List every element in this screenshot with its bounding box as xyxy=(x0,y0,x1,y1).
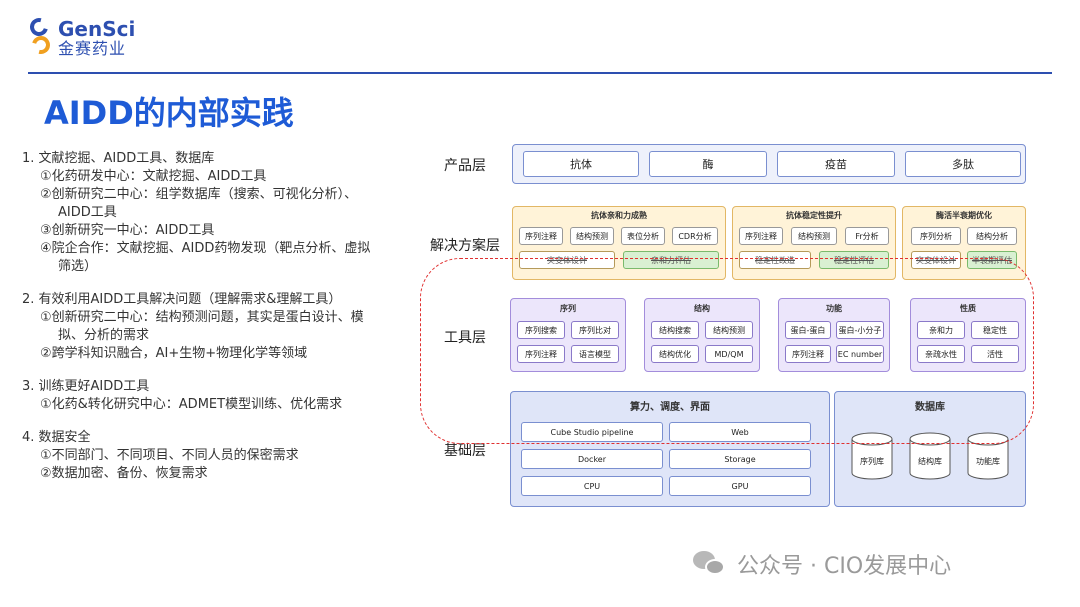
layer-label-solution: 解决方案层 xyxy=(430,238,500,254)
solution-title: 酶活半衰期优化 xyxy=(936,211,992,220)
tool-chip: 结构预测 xyxy=(705,321,753,339)
tool-property: 性质 亲和力 稳定性 亲疏水性 活性 xyxy=(910,298,1026,372)
tool-sequence: 序列 序列搜索 序列比对 序列注释 语言模型 xyxy=(510,298,626,372)
wechat-watermark: 公众号 · CIO发展中心 xyxy=(693,548,951,580)
solution-chip: 稳定性评估 xyxy=(819,251,889,269)
compute-chip: CPU xyxy=(521,476,663,496)
tool-function: 功能 蛋白-蛋白 蛋白-小分子 序列注释 EC number xyxy=(778,298,890,372)
header-divider xyxy=(28,72,1052,74)
section-item: ③创新研究一中心：AIDD工具 xyxy=(40,223,215,238)
solution-title: 抗体亲和力成熟 xyxy=(591,211,647,220)
section-heading: 4. 数据安全 xyxy=(22,430,91,445)
section-item: ①化药研发中心：文献挖掘、AIDD工具 xyxy=(40,169,267,184)
tool-title: 功能 xyxy=(826,304,842,313)
solution-chip: 结构预测 xyxy=(570,227,614,245)
solution-title: 抗体稳定性提升 xyxy=(786,211,842,220)
section-item: ④院企合作：文献挖掘、AIDD药物发现（靶点分析、虚拟 xyxy=(40,241,371,256)
wechat-icon xyxy=(693,551,727,577)
tool-chip: 亲疏水性 xyxy=(917,345,965,363)
tool-structure: 结构 结构搜索 结构预测 结构优化 MD/QM xyxy=(644,298,760,372)
layer-label-base: 基础层 xyxy=(444,443,486,459)
solution-chip: 稳定性改造 xyxy=(739,251,811,269)
section-2: 2. 有效利用AIDD工具解决问题（理解需求&理解工具） ①创新研究二中心：结构… xyxy=(22,291,402,363)
section-item: ②创新研究二中心：组学数据库（搜索、可视化分析）、 xyxy=(40,187,358,202)
company-logo: GenSci 金赛药业 xyxy=(26,14,136,60)
tool-chip: 亲和力 xyxy=(917,321,965,339)
base-database: 数据库 序列库 结构库 功能库 xyxy=(834,391,1026,507)
compute-chip: Storage xyxy=(669,449,811,469)
solution-chip: 亲和力评估 xyxy=(623,251,719,269)
product-peptide: 多肽 xyxy=(905,151,1021,177)
section-item: AIDD工具 xyxy=(58,205,117,220)
product-layer: 抗体 酶 疫苗 多肽 xyxy=(512,144,1026,184)
section-heading: 1. 文献挖掘、AIDD工具、数据库 xyxy=(22,151,215,166)
section-3: 3. 训练更好AIDD工具 ①化药&转化研究中心：ADMET模型训练、优化需求 xyxy=(22,378,402,414)
compute-chip: GPU xyxy=(669,476,811,496)
tool-chip: MD/QM xyxy=(705,345,753,363)
section-item: ②跨学科知识融合，AI+生物+物理化学等领域 xyxy=(40,346,308,361)
architecture-diagram: 产品层 解决方案层 工具层 基础层 抗体 酶 疫苗 多肽 抗体亲和力成熟 序列注… xyxy=(420,138,1040,518)
section-item: ①化药&转化研究中心：ADMET模型训练、优化需求 xyxy=(40,397,343,412)
tool-chip: 蛋白-小分子 xyxy=(836,321,884,339)
solution-chip: 序列注释 xyxy=(739,227,783,245)
section-heading: 3. 训练更好AIDD工具 xyxy=(22,379,150,394)
tool-title: 性质 xyxy=(960,304,976,313)
solution-chip: 结构分析 xyxy=(967,227,1017,245)
solution-chip: 突变体设计 xyxy=(519,251,615,269)
tool-chip: 蛋白-蛋白 xyxy=(785,321,831,339)
solution-chip: 结构预测 xyxy=(791,227,837,245)
tool-chip: 语言模型 xyxy=(571,345,619,363)
base-compute: 算力、调度、界面 Cube Studio pipeline Web Docker… xyxy=(510,391,830,507)
product-antibody: 抗体 xyxy=(523,151,639,177)
tool-chip: 序列注释 xyxy=(785,345,831,363)
tool-chip: 序列搜索 xyxy=(517,321,565,339)
page-title: AIDD的内部实践 xyxy=(44,94,294,132)
product-enzyme: 酶 xyxy=(649,151,767,177)
watermark-text: 公众号 · CIO发展中心 xyxy=(737,554,952,579)
highlight-dashed-region xyxy=(420,258,1034,444)
tool-chip: 结构优化 xyxy=(651,345,699,363)
compute-chip: Web xyxy=(669,422,811,442)
logo-icon xyxy=(26,14,54,60)
solution-chip: 序列分析 xyxy=(911,227,961,245)
tool-chip: EC number xyxy=(836,345,884,363)
solution-chip: Fr分析 xyxy=(845,227,889,245)
tool-chip: 结构搜索 xyxy=(651,321,699,339)
compute-chip: Cube Studio pipeline xyxy=(521,422,663,442)
section-heading: 2. 有效利用AIDD工具解决问题（理解需求&理解工具） xyxy=(22,292,342,307)
section-item: ①创新研究二中心：结构预测问题，其实是蛋白设计、模 xyxy=(40,310,364,325)
section-item: 拟、分析的需求 xyxy=(58,328,150,343)
base-title: 算力、调度、界面 xyxy=(630,402,710,413)
database-label: 功能库 xyxy=(976,457,1000,466)
section-item: ②数据加密、备份、恢复需求 xyxy=(40,466,208,481)
logo-name-cn: 金赛药业 xyxy=(58,39,127,58)
section-1: 1. 文献挖掘、AIDD工具、数据库 ①化药研发中心：文献挖掘、AIDD工具 ②… xyxy=(22,150,402,276)
solution-chip: 表位分析 xyxy=(621,227,665,245)
compute-chip: Docker xyxy=(521,449,663,469)
database-label: 序列库 xyxy=(860,457,884,466)
tool-chip: 稳定性 xyxy=(971,321,1019,339)
logo-name-en: GenSci xyxy=(58,17,136,41)
database-cylinder-icon: 序列库 xyxy=(851,432,893,480)
tool-title: 序列 xyxy=(560,304,576,313)
section-4: 4. 数据安全 ①不同部门、不同项目、不同人员的保密需求 ②数据加密、备份、恢复… xyxy=(22,429,402,483)
database-cylinder-icon: 结构库 xyxy=(909,432,951,480)
section-item: 筛选） xyxy=(58,259,98,274)
solution-chip: 突变体设计 xyxy=(911,251,961,269)
tool-chip: 序列比对 xyxy=(571,321,619,339)
layer-label-product: 产品层 xyxy=(444,158,486,174)
tool-title: 结构 xyxy=(694,304,710,313)
base-title: 数据库 xyxy=(915,402,945,413)
product-vaccine: 疫苗 xyxy=(777,151,895,177)
solution-antibody-stability: 抗体稳定性提升 序列注释 结构预测 Fr分析 稳定性改造 稳定性评估 xyxy=(732,206,896,280)
section-item: ①不同部门、不同项目、不同人员的保密需求 xyxy=(40,448,299,463)
database-label: 结构库 xyxy=(918,457,942,466)
solution-chip: 序列注释 xyxy=(519,227,563,245)
tool-chip: 序列注释 xyxy=(517,345,565,363)
layer-label-tools: 工具层 xyxy=(444,330,486,346)
solution-antibody-affinity: 抗体亲和力成熟 序列注释 结构预测 表位分析 CDR分析 突变体设计 亲和力评估 xyxy=(512,206,726,280)
tool-chip: 活性 xyxy=(971,345,1019,363)
solution-chip: CDR分析 xyxy=(672,227,718,245)
practice-list: 1. 文献挖掘、AIDD工具、数据库 ①化药研发中心：文献挖掘、AIDD工具 ②… xyxy=(22,150,402,498)
